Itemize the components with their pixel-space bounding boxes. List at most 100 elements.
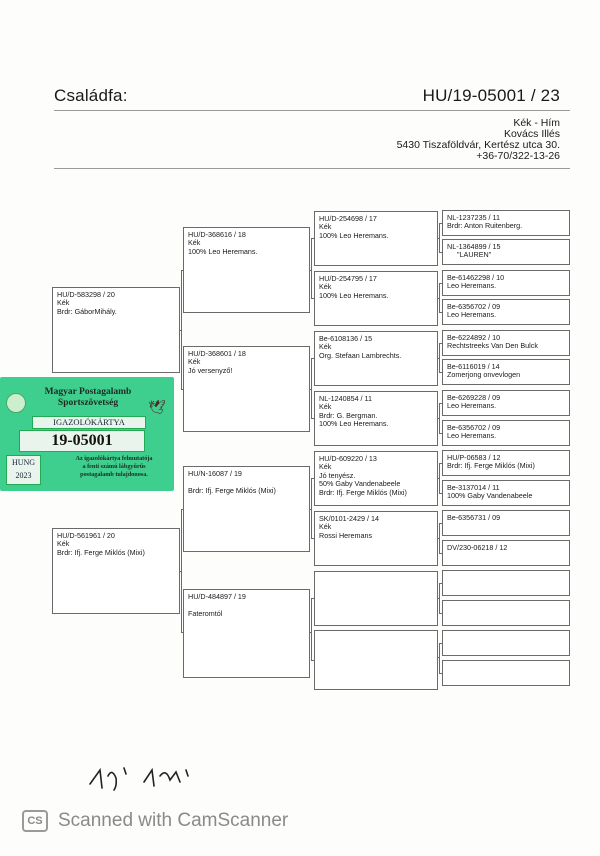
connector-line bbox=[439, 643, 440, 673]
pedigree-line: Leo Heremans. bbox=[447, 431, 497, 441]
pedigree-line: HU/D-484897 / 19 bbox=[188, 592, 246, 601]
connector-line bbox=[439, 673, 442, 674]
card-text-line: postagalamb tulajdonosa. bbox=[80, 471, 148, 478]
connector-line bbox=[311, 598, 314, 599]
pedigree-line: Brdr: G. Bergman. bbox=[319, 410, 378, 420]
pedigree-box-gen4-11: Be-6356731 / 09 bbox=[442, 510, 570, 536]
pedigree-box-gen2-3: HU/N-16087 / 19 Brdr: Ifj. Ferge Miklós … bbox=[183, 466, 310, 552]
pedigree-line: Be-3137014 / 11 bbox=[447, 483, 500, 492]
connector-line bbox=[439, 463, 440, 493]
pedigree-line: Leo Heremans. bbox=[447, 401, 497, 411]
owner-divider bbox=[54, 168, 570, 169]
connector-line bbox=[311, 358, 312, 418]
connector-line bbox=[311, 478, 312, 538]
owner-block: Kék - Hím Kovács Illés 5430 Tiszaföldvár… bbox=[397, 118, 560, 162]
connector-line bbox=[311, 298, 314, 299]
connector-line bbox=[439, 223, 440, 252]
connector-line bbox=[439, 463, 442, 464]
pedigree-line: HU/D-368601 / 18 bbox=[188, 349, 246, 358]
pedigree-box-gen4-16 bbox=[442, 660, 570, 686]
card-country: HUNG bbox=[11, 458, 36, 467]
owner-line: Kovács Illés bbox=[503, 128, 560, 140]
pedigree-line: Kék bbox=[57, 298, 70, 308]
owner-line: Kék - Hím bbox=[513, 117, 560, 129]
connector-line bbox=[439, 312, 442, 313]
pedigree-line: 100% Leo Heremans. bbox=[319, 290, 389, 300]
connector-line bbox=[439, 613, 442, 614]
connector-line bbox=[439, 343, 442, 344]
pedigree-line: Be-61462298 / 10 bbox=[447, 273, 505, 282]
pedigree-line: Be-6356702 / 09 bbox=[447, 302, 501, 311]
pedigree-line: Brdr: Ifj. Ferge Miklós (Mixi) bbox=[447, 461, 535, 471]
federation-emblem-icon bbox=[6, 393, 26, 413]
connector-line bbox=[439, 433, 442, 434]
connector-line bbox=[181, 509, 183, 510]
pedigree-line: Kék bbox=[319, 522, 332, 532]
connector-line bbox=[439, 372, 442, 373]
connector-line bbox=[439, 643, 442, 644]
pedigree-line: Jó tenyész. bbox=[319, 470, 356, 480]
pedigree-line: Be-6356702 / 09 bbox=[447, 423, 501, 432]
card-title-line: Magyar Postagalamb bbox=[44, 387, 132, 397]
ring-number: HU/19-05001 / 23 bbox=[422, 86, 560, 105]
owner-line: 5430 Tiszaföldvár, Kertész utca 30. bbox=[396, 139, 560, 151]
pedigree-line: Be-6108136 / 15 bbox=[319, 334, 373, 343]
connector-line bbox=[311, 238, 312, 298]
connector-line bbox=[311, 418, 314, 419]
pedigree-line: HU/D-561961 / 20 bbox=[57, 531, 115, 540]
pedigree-line: Brdr: Ifj. Ferge Miklós (Mixi) bbox=[188, 485, 276, 495]
pedigree-line: Kék bbox=[188, 238, 201, 248]
pedigree-box-gen2-4: HU/D-484897 / 19 Fateromtól bbox=[183, 589, 310, 678]
pedigree-line: HU/P-06583 / 12 bbox=[447, 453, 501, 462]
connector-line bbox=[311, 478, 314, 479]
connector-line bbox=[439, 523, 442, 524]
pedigree-line: Brdr: Anton Ruitenberg. bbox=[447, 221, 523, 231]
connector-line bbox=[439, 283, 442, 284]
pedigree-line: Kék bbox=[319, 342, 332, 352]
pedigree-line: Be-6116019 / 14 bbox=[447, 362, 500, 371]
pedigree-box-gen4-13 bbox=[442, 570, 570, 596]
connector-line bbox=[181, 270, 183, 271]
pedigree-line: "LAUREN" bbox=[457, 250, 492, 260]
connector-line bbox=[439, 223, 442, 224]
pedigree-line: Be-6224892 / 10 bbox=[447, 333, 501, 342]
card-title-line: Sportszövetség bbox=[57, 398, 119, 408]
pedigree-line: Kék bbox=[57, 539, 70, 549]
pedigree-line: Be-6356731 / 09 bbox=[447, 513, 501, 522]
pedigree-line: NL-1240854 / 11 bbox=[319, 394, 373, 403]
pedigree-line: Leo Heremans. bbox=[447, 310, 497, 320]
connector-line bbox=[439, 343, 440, 372]
pedigree-line: 100% Leo Heremans. bbox=[319, 419, 389, 429]
connector-line bbox=[181, 509, 182, 633]
camscanner-logo-icon: CS bbox=[22, 810, 48, 832]
pedigree-box-gen4-2: NL-1364899 / 15"LAUREN" bbox=[442, 239, 570, 265]
pedigree-line: HU/D-368616 / 18 bbox=[188, 230, 246, 239]
pedigree-line: Brdr: GáborMihály. bbox=[57, 306, 117, 316]
pedigree-line: Be-6269228 / 09 bbox=[447, 393, 501, 402]
connector-line bbox=[439, 583, 442, 584]
connector-line bbox=[181, 632, 183, 633]
connector-line bbox=[311, 358, 314, 359]
pedigree-line: Fateromtól bbox=[188, 608, 223, 618]
card-label: IGAZOLÓKÁRTYA bbox=[32, 416, 146, 429]
pedigree-line: 100% Leo Heremans. bbox=[188, 246, 258, 256]
card-title: Magyar Postagalamb Sportszövetség bbox=[28, 387, 148, 409]
pedigree-box-gen3-8 bbox=[314, 630, 438, 690]
pedigree-box-gen3-7 bbox=[314, 571, 438, 626]
pedigree-line: HU/N-16087 / 19 bbox=[188, 469, 242, 478]
connector-line bbox=[181, 270, 182, 390]
